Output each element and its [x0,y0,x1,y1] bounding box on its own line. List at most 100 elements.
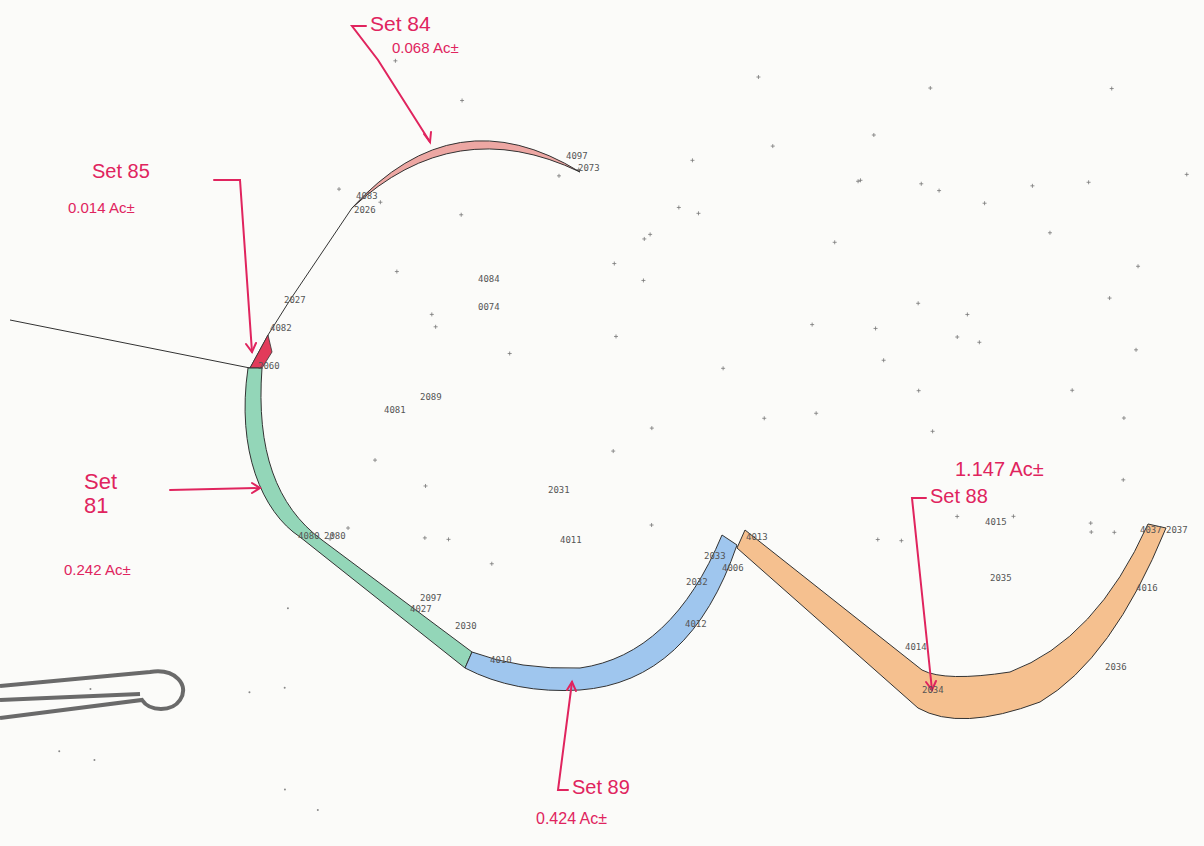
point-number: 2036 [1105,663,1127,673]
point-number: 2060 [258,362,280,372]
survey-point [872,133,876,137]
survey-point [858,178,862,182]
area-callout: 0.242 Ac± [64,562,131,579]
survey-point [557,174,561,178]
survey-point [1122,416,1126,420]
survey-point [1112,530,1116,534]
survey-point [876,538,880,542]
survey-point [1185,172,1189,176]
survey-point [919,182,923,186]
survey-point [650,426,654,430]
survey-point [611,449,615,453]
area-callout: Set 85 [92,160,150,182]
point-number: 4082 [270,324,292,334]
survey-point [1070,388,1074,392]
survey-point [833,240,837,244]
leader-line [214,180,252,352]
survey-point [346,526,350,530]
survey-point [317,809,319,811]
survey-point [612,262,616,266]
point-number: 2027 [284,296,306,306]
point-number: 4013 [746,533,768,543]
survey-point [1089,521,1093,525]
point-number: 2089 [420,393,442,403]
survey-point [58,750,60,752]
point-number: 2032 [686,578,708,588]
point-number: 4084 [478,275,500,285]
point-number: 4097 [566,152,588,162]
arrow-head [246,343,256,352]
point-number: 4010 [490,656,512,666]
survey-point [690,158,694,162]
survey-point [810,323,814,327]
survey-point [284,687,286,689]
survey-point [1089,530,1093,534]
binder-clip [0,671,183,718]
survey-point [434,325,438,329]
point-number: 2031 [548,486,570,496]
survey-point [882,358,886,362]
survey-point [508,351,512,355]
survey-point [955,514,959,518]
survey-point [1030,184,1034,188]
survey-point [378,200,382,204]
survey-point [1108,296,1112,300]
survey-point [762,416,766,420]
survey-point [899,539,903,543]
survey-point [459,213,463,217]
point-number: 2035 [990,574,1012,584]
area-callout: Set 81 [84,470,130,518]
survey-point [721,366,725,370]
arrow-head [567,682,576,691]
point-number: 4080 [298,532,320,542]
survey-point [424,484,428,488]
parcel-strip [465,535,737,691]
survey-point [430,312,434,316]
survey-point [965,312,969,316]
point-number: 2073 [578,164,600,174]
survey-point [756,75,760,79]
survey-point [955,335,959,339]
point-number: 4027 [410,605,432,615]
survey-point [983,201,987,205]
parcel-strip [245,368,472,668]
area-callout: 0.424 Ac± [536,810,607,828]
area-callout: 0.068 Ac± [392,40,459,57]
survey-point [393,59,397,63]
survey-point [1121,478,1125,482]
boundary-line [10,320,250,368]
survey-point [642,237,646,241]
leader-line [912,498,932,690]
survey-point [248,691,250,693]
survey-point [677,205,681,209]
arrow-head [424,132,431,142]
survey-point [93,759,95,761]
survey-point [648,232,652,236]
survey-point [1136,264,1140,268]
survey-point [1011,514,1015,518]
survey-point [928,86,932,90]
survey-point [89,688,91,690]
parcel-strip [352,141,580,208]
survey-point [856,179,860,183]
survey-point [460,98,464,102]
survey-point [1087,180,1091,184]
survey-point [916,301,920,305]
survey-point [977,340,981,344]
area-callout: Set 89 [572,776,630,798]
point-number: 4083 [356,192,378,202]
survey-points [58,59,1189,811]
survey-point [1048,231,1052,235]
parcel-strip [737,524,1166,719]
point-number: 0074 [478,303,500,313]
boundary-line [250,208,352,368]
point-number: 4014 [905,643,927,653]
point-number: 2080 [324,532,346,542]
survey-point [337,187,341,191]
leader-line [170,488,260,490]
survey-point [1110,87,1114,91]
area-callout: 0.014 Ac± [68,200,135,217]
point-number: 4016 [1136,584,1158,594]
